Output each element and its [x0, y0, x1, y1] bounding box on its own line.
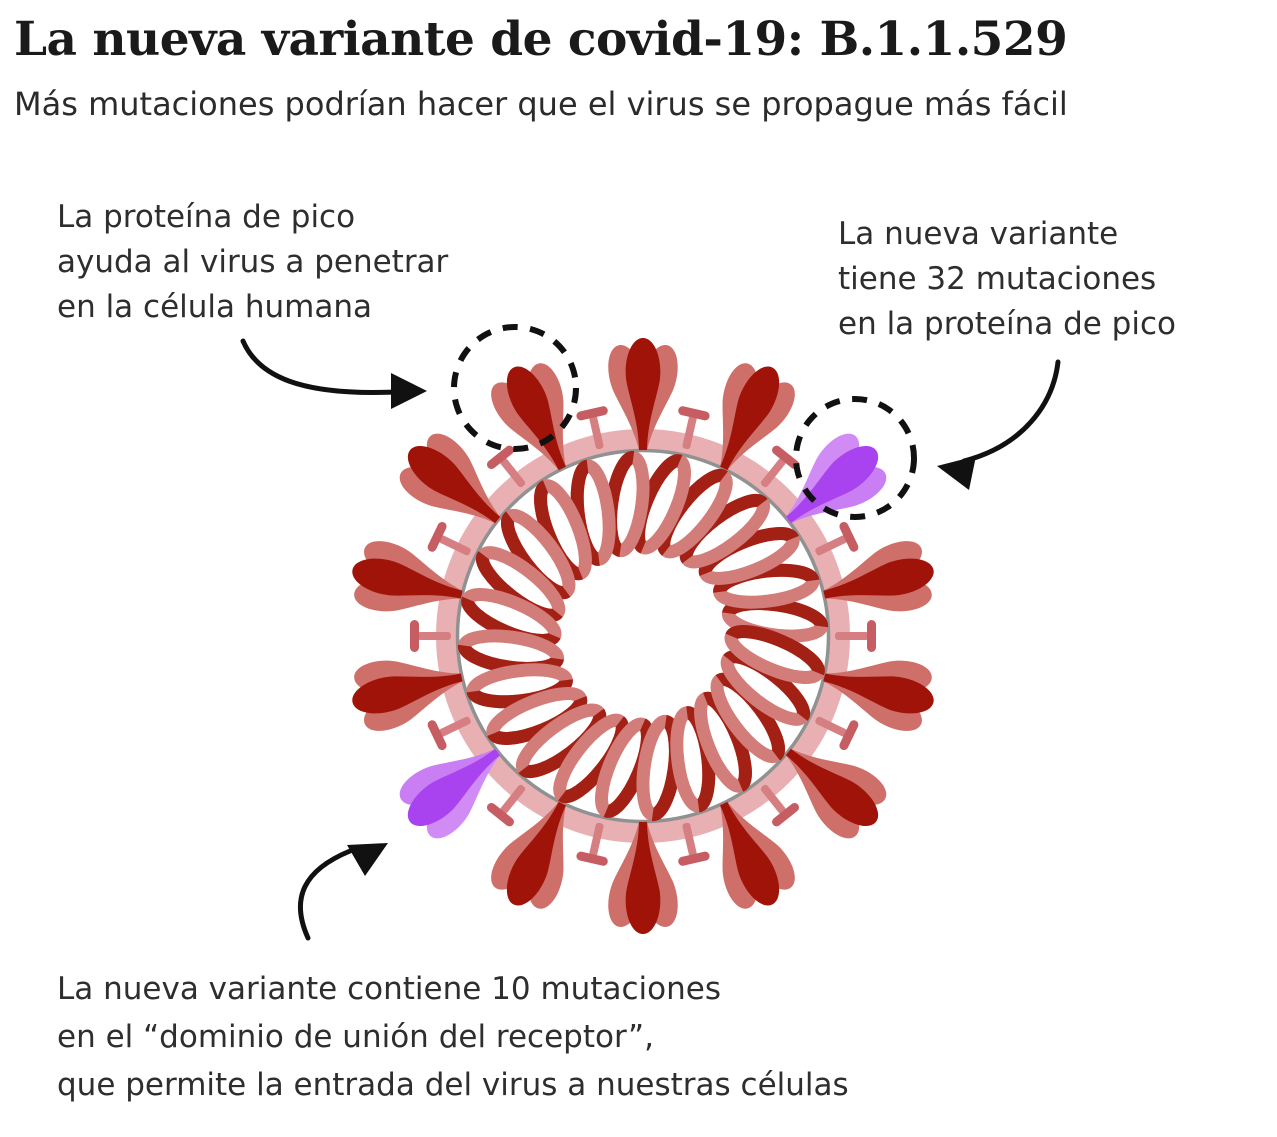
annotation-line: La proteína de pico: [57, 199, 356, 235]
arrow-mutation-annotation: [937, 359, 1061, 490]
annotation-line: La nueva variante contiene 10 mutaciones: [57, 971, 721, 1007]
membrane-protein-peg: [486, 784, 526, 827]
annotation-line: en la proteína de pico: [838, 306, 1176, 342]
membrane-protein-peg: [760, 445, 800, 488]
membrane-protein-peg: [815, 521, 859, 556]
membrane-protein-peg: [815, 716, 859, 751]
mutated-spike-protein: [785, 433, 887, 524]
spike-protein: [608, 821, 678, 934]
spike-protein: [822, 660, 934, 731]
spike-protein: [491, 801, 567, 909]
membrane-protein-peg: [576, 822, 608, 866]
annotation-receptor-binding: La nueva variante contiene 10 mutaciones…: [57, 965, 849, 1109]
virus-particle: [352, 338, 934, 934]
membrane-protein-peg: [576, 406, 608, 450]
spike-protein: [399, 433, 501, 524]
spike-protein: [822, 541, 934, 612]
spike-protein: [719, 801, 795, 909]
membrane-protein-peg: [427, 521, 471, 556]
arrow-spike-annotation: [240, 338, 427, 409]
spike-protein: [608, 338, 678, 451]
page-subtitle: Más mutaciones podrían hacer que el viru…: [14, 85, 1068, 123]
highlight-circle-spike: [451, 324, 579, 452]
membrane-protein-peg: [678, 406, 710, 450]
annotation-32-mutations: La nueva variante tiene 32 mutaciones en…: [838, 212, 1176, 347]
spike-protein: [352, 541, 464, 612]
page-title: La nueva variante de covid-19: B.1.1.529: [14, 12, 1068, 67]
annotation-spike-protein: La proteína de pico ayuda al virus a pen…: [57, 195, 448, 330]
annotation-line: en la célula humana: [57, 289, 373, 325]
annotation-line: que permite la entrada del virus a nuest…: [57, 1067, 849, 1103]
spike-protein: [491, 363, 567, 471]
membrane-protein-peg: [486, 445, 526, 488]
annotation-line: tiene 32 mutaciones: [838, 261, 1157, 297]
membrane-protein-peg: [410, 620, 451, 652]
membrane-protein-peg: [427, 716, 471, 751]
membrane-protein-peg: [835, 620, 876, 652]
rna-coil-loop: [724, 625, 825, 684]
arrow-receptor-annotation: [298, 843, 388, 941]
spike-protein: [352, 660, 464, 731]
membrane-protein-peg: [760, 784, 800, 827]
annotation-line: en el “dominio de unión del receptor”,: [57, 1019, 654, 1055]
membrane-protein-peg: [678, 822, 710, 866]
annotation-line: La nueva variante: [838, 216, 1119, 252]
spike-protein: [785, 748, 887, 839]
spike-protein: [719, 363, 795, 471]
annotation-line: ayuda al virus a penetrar: [57, 244, 449, 280]
mutated-spike-protein: [399, 748, 501, 839]
highlight-circle-mutation: [793, 396, 917, 520]
